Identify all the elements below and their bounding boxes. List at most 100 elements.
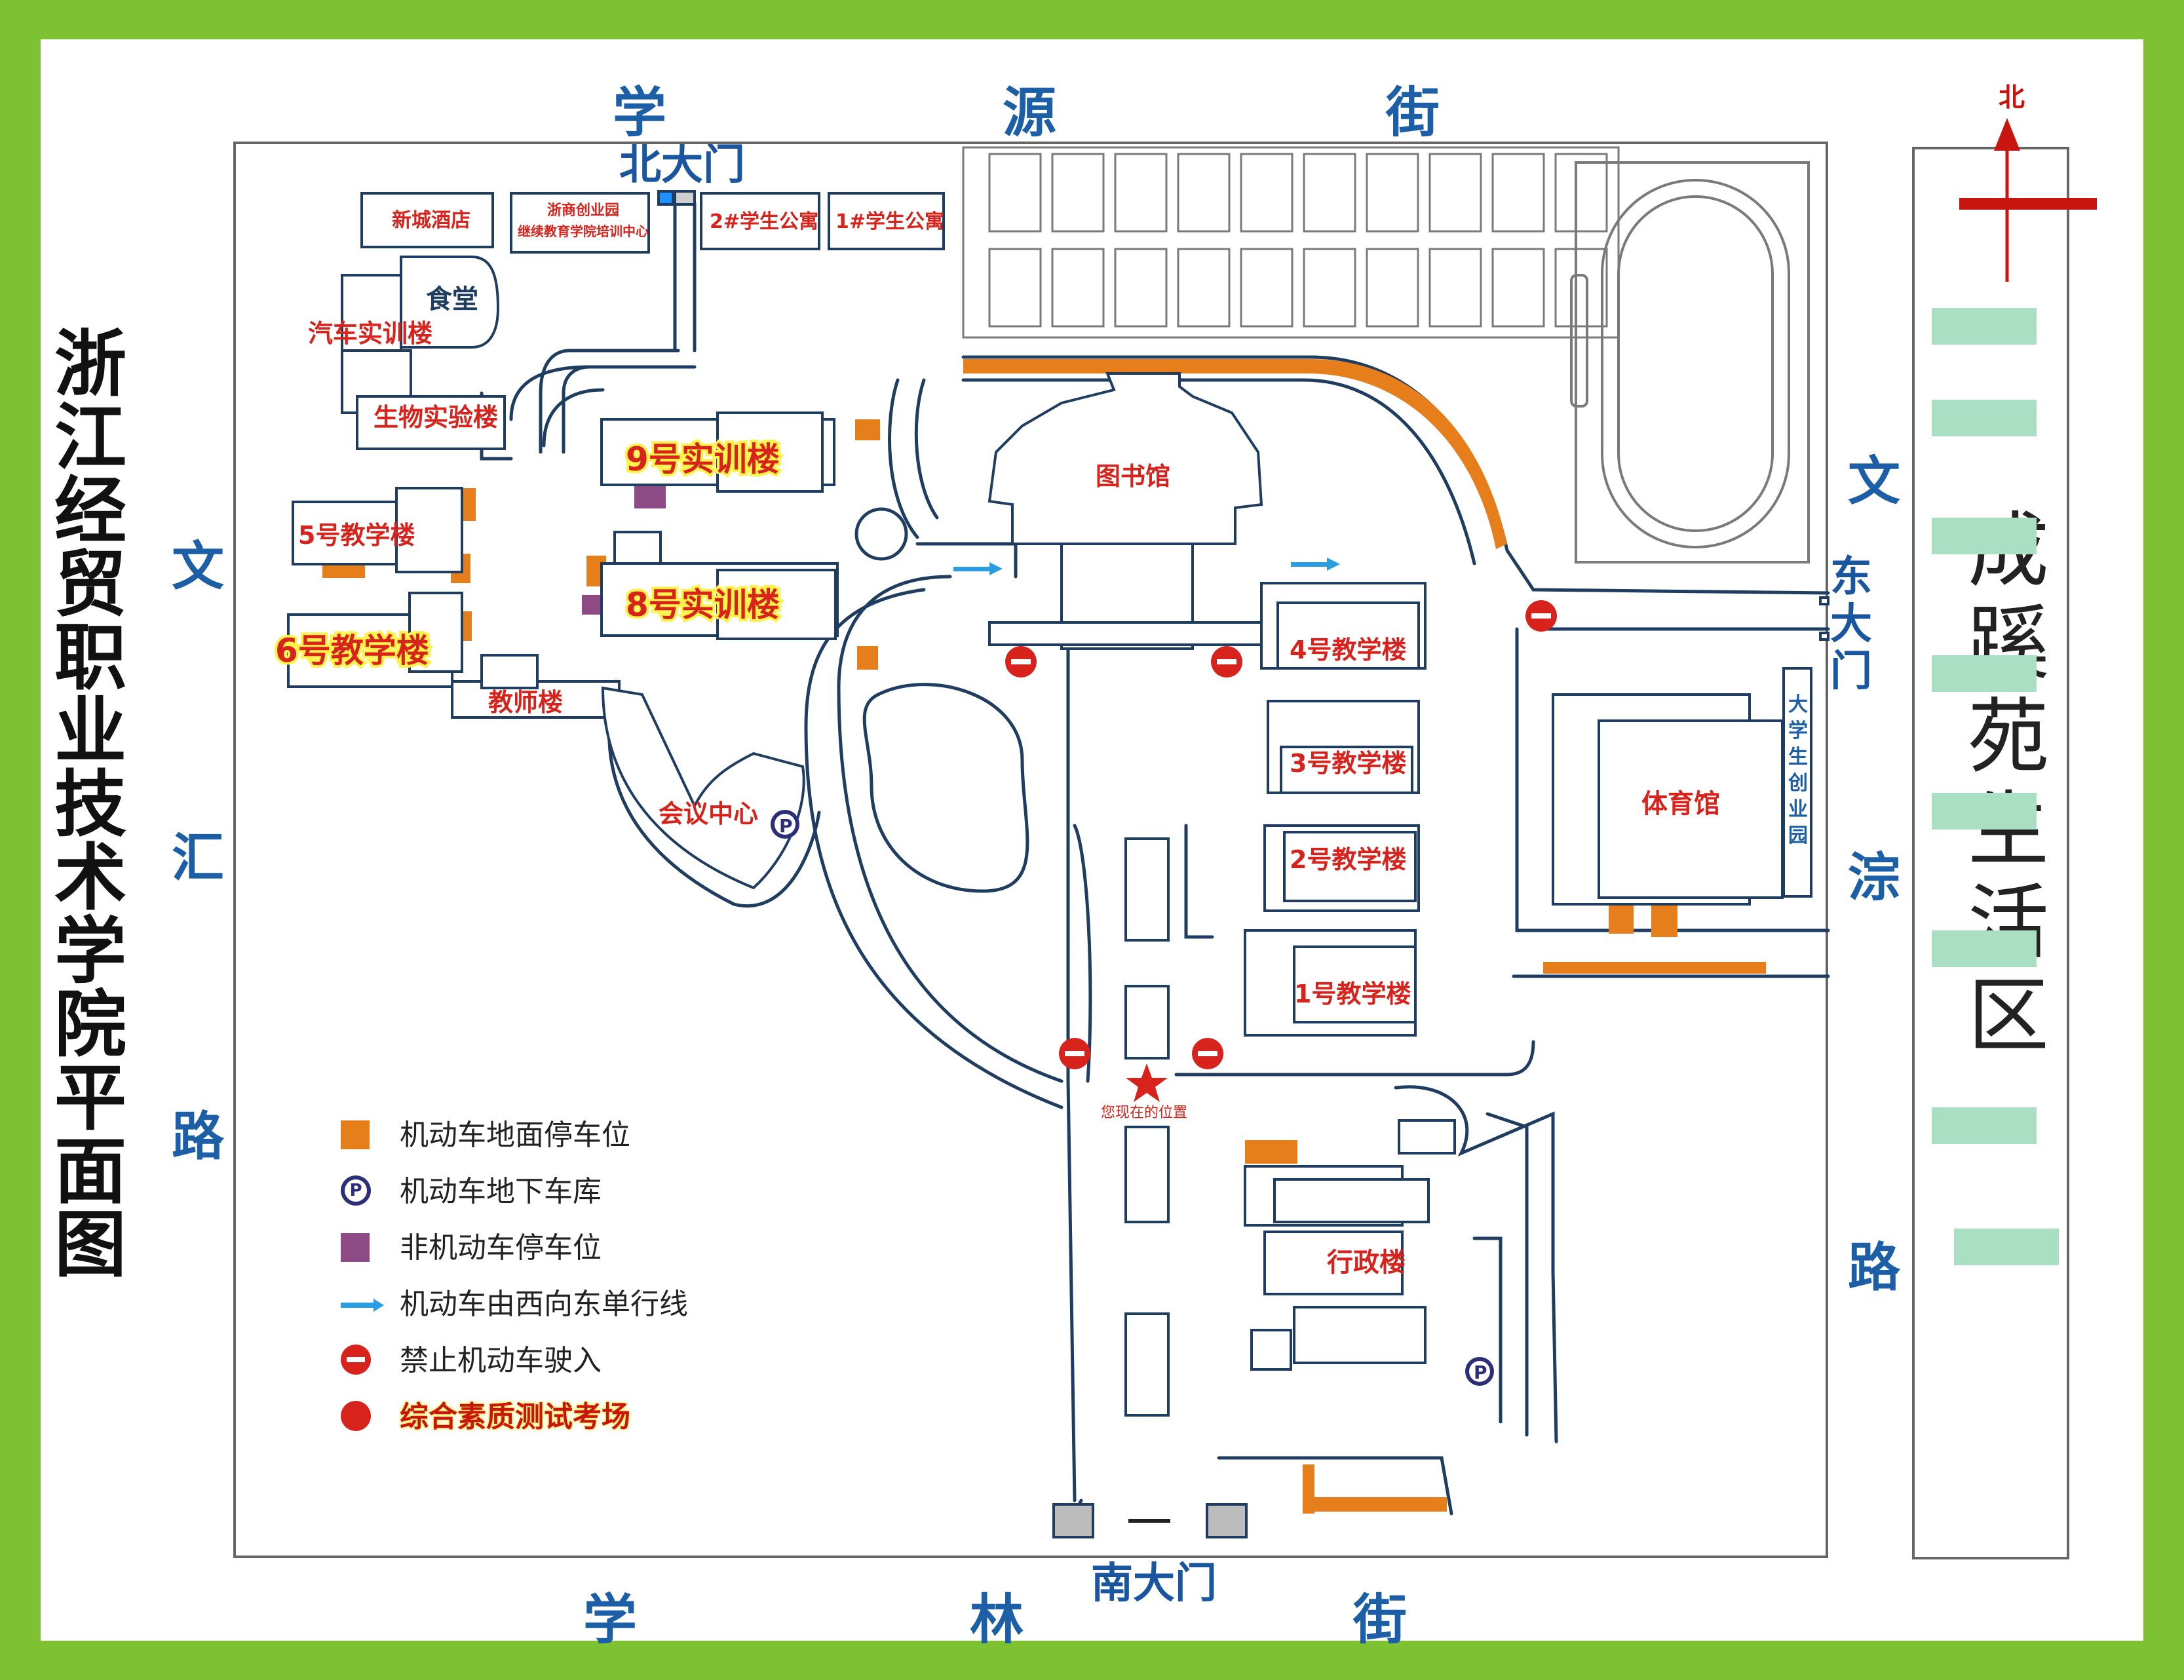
south-street-char-3: 街 <box>1353 1589 1408 1651</box>
legend-item: 综合素质测试考场 <box>341 1389 799 1445</box>
south-gate-label: 南大门 <box>1091 1559 1217 1608</box>
label-gym: 体育馆 <box>1641 789 1720 819</box>
title-char: 技 <box>54 762 126 847</box>
startup-char: 大 <box>1788 693 1808 716</box>
parking-lot-cell <box>1051 153 1105 233</box>
east-gate-char: 门 <box>1830 647 1872 696</box>
east-road-char-3: 路 <box>1848 1237 1900 1298</box>
label-teaching1: 1号教学楼 <box>1294 980 1411 1008</box>
parking-lot-cell <box>1428 153 1482 233</box>
legend-item: 机动车地面停车位 <box>341 1107 799 1164</box>
label-auto-training: 汽车实训楼 <box>308 319 432 348</box>
title-char: 职 <box>54 615 126 700</box>
label-teaching4: 4号教学楼 <box>1290 636 1406 664</box>
parking-lot-cell <box>1491 248 1545 328</box>
startup-char: 业 <box>1788 798 1808 821</box>
parking-lot-cell <box>1366 248 1419 328</box>
title-char: 面 <box>54 1129 126 1213</box>
legend-label: 禁止机动车驶入 <box>400 1344 602 1377</box>
central-parking-strips <box>1124 837 1170 1417</box>
parking-lot-cell <box>1303 248 1356 328</box>
north-parking-lots <box>962 146 1620 339</box>
north-street-char-1: 学 <box>613 82 667 144</box>
label-teaching5: 5号教学楼 <box>298 521 415 550</box>
south-street-char-2: 林 <box>970 1589 1024 1651</box>
blue-arrow-head <box>374 1299 384 1312</box>
chengxiyuan-char: 区 <box>1967 969 2049 1063</box>
parking-lot-cell <box>988 248 1042 328</box>
north-street-char-3: 街 <box>1386 82 1440 144</box>
label-canteen: 食堂 <box>426 284 478 315</box>
legend-label: 机动车地面停车位 <box>400 1118 630 1152</box>
title-char: 业 <box>54 689 126 773</box>
startup-char: 创 <box>1788 772 1808 795</box>
chengxiyuan-char: 苑 <box>1967 690 2049 784</box>
no-entry-sign <box>1005 646 1037 678</box>
building-outlines <box>287 190 1830 1538</box>
parking-p-icon: P <box>341 1175 371 1206</box>
title-char: 江 <box>54 395 126 480</box>
label-conference: 会议中心 <box>659 799 758 828</box>
label-teachers: 教师楼 <box>488 688 563 717</box>
parking-lot-cell <box>1240 153 1293 233</box>
parking-lot-cell <box>1554 153 1608 233</box>
red-dot-icon <box>341 1401 371 1431</box>
legend-label: 综合素质测试考场 <box>400 1400 630 1434</box>
underground-garage-markers: P P <box>771 810 1494 1386</box>
east-road-strip <box>1912 147 2069 1559</box>
label-training8: 8号实训楼 <box>626 586 780 624</box>
title-char: 术 <box>54 835 126 920</box>
west-road-char-1: 文 <box>172 536 224 597</box>
parking-lot-cell <box>1051 248 1105 328</box>
legend-item: P 机动车地下车库 <box>341 1164 799 1220</box>
south-street-char-1: 学 <box>583 1589 638 1651</box>
you-are-here-marker: 您现在的位置 <box>1101 1063 1187 1121</box>
label-chuangye-1: 浙商创业园 <box>547 202 619 219</box>
no-entry-icon <box>341 1345 371 1375</box>
map-legend: 机动车地面停车位 P 机动车地下车库 非机动车停车位 机动车由西向东单行线 禁止… <box>341 1107 799 1445</box>
north-arrow: 北 <box>1959 83 2097 282</box>
label-training9: 9号实训楼 <box>626 440 780 478</box>
north-gate-label: 北大门 <box>619 141 745 189</box>
title-char: 图 <box>54 1202 126 1287</box>
parking-lot-cell <box>1366 153 1419 233</box>
you-are-here-label: 您现在的位置 <box>1101 1105 1187 1121</box>
parking-lot-cell <box>1428 248 1482 328</box>
startup-char: 学 <box>1788 719 1808 742</box>
east-gate-char: 东 <box>1830 553 1872 601</box>
parking-lot-cell <box>1177 248 1231 328</box>
sports-field <box>1570 161 1810 563</box>
label-xincheng-hotel: 新城酒店 <box>392 209 470 232</box>
title-char: 浙 <box>54 322 126 406</box>
title-char: 经 <box>54 468 126 553</box>
orange-square-icon <box>341 1120 370 1149</box>
blue-arrow-icon <box>341 1303 374 1308</box>
no-entry-sign <box>1525 600 1557 632</box>
legend-label: 机动车由西向东单行线 <box>400 1288 688 1321</box>
label-dorm2: 2#学生公寓 <box>710 210 818 233</box>
parking-lot-cell <box>1240 248 1293 328</box>
west-road-char-2: 汇 <box>172 828 224 888</box>
parking-lot-cell <box>1114 248 1168 328</box>
estate-road-marks <box>1932 308 2059 1265</box>
no-entry-sign <box>1059 1038 1090 1069</box>
legend-item: 机动车由西向东单行线 <box>341 1276 799 1333</box>
east-gate-char: 大 <box>1830 600 1872 649</box>
parking-lot-cell <box>1554 248 1608 328</box>
label-teaching2: 2号教学楼 <box>1290 845 1406 874</box>
label-library: 图书馆 <box>1096 462 1170 491</box>
purple-square-icon <box>341 1233 370 1262</box>
east-gate-label: 东大门 <box>1828 554 1874 695</box>
title-char: 院 <box>54 982 126 1067</box>
north-arrow-label: 北 <box>1999 83 2025 113</box>
legend-item: 非机动车停车位 <box>341 1220 799 1276</box>
title-char: 平 <box>54 1056 126 1140</box>
startup-char: 园 <box>1788 824 1808 847</box>
map-title: 浙江经贸职业技术学院平面图 <box>51 328 130 1282</box>
label-chuangye-2: 继续教育学院培训中心 <box>518 223 649 239</box>
building-labels: 新城酒店 浙商创业园 继续教育学院培训中心 2#学生公寓 1#学生公寓 食堂 汽… <box>273 202 1720 1278</box>
east-road-char-2: 淙 <box>1848 847 1900 908</box>
label-teaching6: 6号教学楼 <box>275 632 429 670</box>
north-street-char-2: 源 <box>1003 82 1057 144</box>
